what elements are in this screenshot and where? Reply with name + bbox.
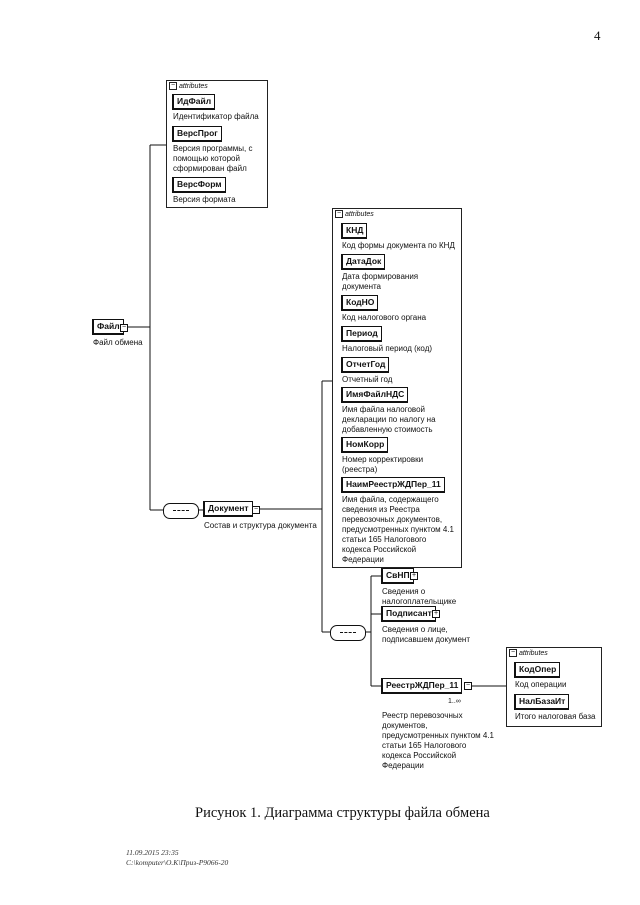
attr-naimreestr[interactable]: НаимРеестрЖДПер_11 — [341, 477, 445, 493]
document-element-desc: Состав и структура документа — [204, 521, 317, 530]
attr-versform[interactable]: ВерсФорм — [172, 177, 226, 193]
attr-idfile-desc: Идентификатор файла — [173, 112, 259, 121]
sequence-compositor-icon — [163, 503, 199, 519]
file-attributes-box: −attributes ИдФайл Идентификатор файла В… — [166, 80, 268, 208]
attr-imyafaylnds[interactable]: ИмяФайлНДС — [341, 387, 409, 403]
attr-kodno-desc: Код налогового органа — [342, 313, 427, 322]
collapse-icon[interactable]: − — [169, 82, 177, 90]
attr-kodno[interactable]: КодНО — [341, 295, 379, 311]
collapse-icon[interactable]: − — [335, 210, 343, 218]
attr-kodoper-desc: Код операции — [515, 680, 567, 689]
attr-nomkorr[interactable]: НомКорр — [341, 437, 389, 453]
attr-otchetgod-desc: Отчетный год — [342, 375, 393, 384]
attr-versform-desc: Версия формата — [173, 195, 236, 204]
registry-attributes-header[interactable]: −attributes — [509, 649, 548, 657]
root-element-file[interactable]: Файл — [92, 319, 124, 335]
file-attributes-header[interactable]: −attributes — [169, 82, 208, 90]
attr-period[interactable]: Период — [341, 326, 382, 342]
attr-knd-desc: Код формы документа по КНД — [342, 241, 455, 250]
expand-icon[interactable]: + — [410, 572, 418, 580]
document-attributes-header[interactable]: −attributes — [335, 210, 374, 218]
multiplicity-label: 1..∞ — [448, 698, 461, 705]
registry-attributes-box: −attributes КодОпер Код операции НалБаза… — [506, 647, 602, 727]
attr-period-desc: Налоговый период (код) — [342, 344, 433, 353]
footer-timestamp: 11.09.2015 23:35 — [126, 848, 179, 857]
attr-kodoper[interactable]: КодОпер — [514, 662, 561, 678]
child-svnp[interactable]: СвНП — [381, 568, 414, 584]
page-number: 4 — [594, 28, 601, 43]
attr-versprog[interactable]: ВерсПрог — [172, 126, 222, 142]
attr-knd[interactable]: КНД — [341, 223, 368, 239]
expand-icon[interactable]: − — [120, 324, 128, 332]
attr-otchetgod[interactable]: ОтчетГод — [341, 357, 390, 373]
expand-icon[interactable]: + — [432, 610, 440, 618]
expand-icon[interactable]: − — [464, 682, 472, 690]
attr-nalbazait[interactable]: НалБазаИт — [514, 694, 570, 710]
child-podpisant-desc: Сведения о лице,подписавшем документ — [382, 625, 471, 644]
document-attributes-box: −attributes КНД Код формы документа по К… — [332, 208, 462, 568]
attr-nalbazait-desc: Итого налоговая база — [515, 712, 596, 721]
expand-icon[interactable]: − — [252, 506, 260, 514]
document-element[interactable]: Документ — [203, 501, 253, 517]
child-reestr[interactable]: РеестрЖДПер_11 — [381, 678, 463, 694]
figure-caption: Рисунок 1. Диаграмма структуры файла обм… — [195, 805, 490, 821]
attr-nomkorr-desc: Номер корректировки(реестра) — [342, 455, 424, 474]
sequence-compositor-icon — [330, 625, 366, 641]
attr-idfile[interactable]: ИдФайл — [172, 94, 216, 110]
child-podpisant[interactable]: Подписант — [381, 606, 436, 622]
footer-path: C:\komputer\О.К\Приз-Р9066-20 — [126, 858, 229, 867]
collapse-icon[interactable]: − — [509, 649, 517, 657]
root-element-desc: Файл обмена — [93, 338, 143, 347]
attr-datadok[interactable]: ДатаДок — [341, 254, 386, 270]
